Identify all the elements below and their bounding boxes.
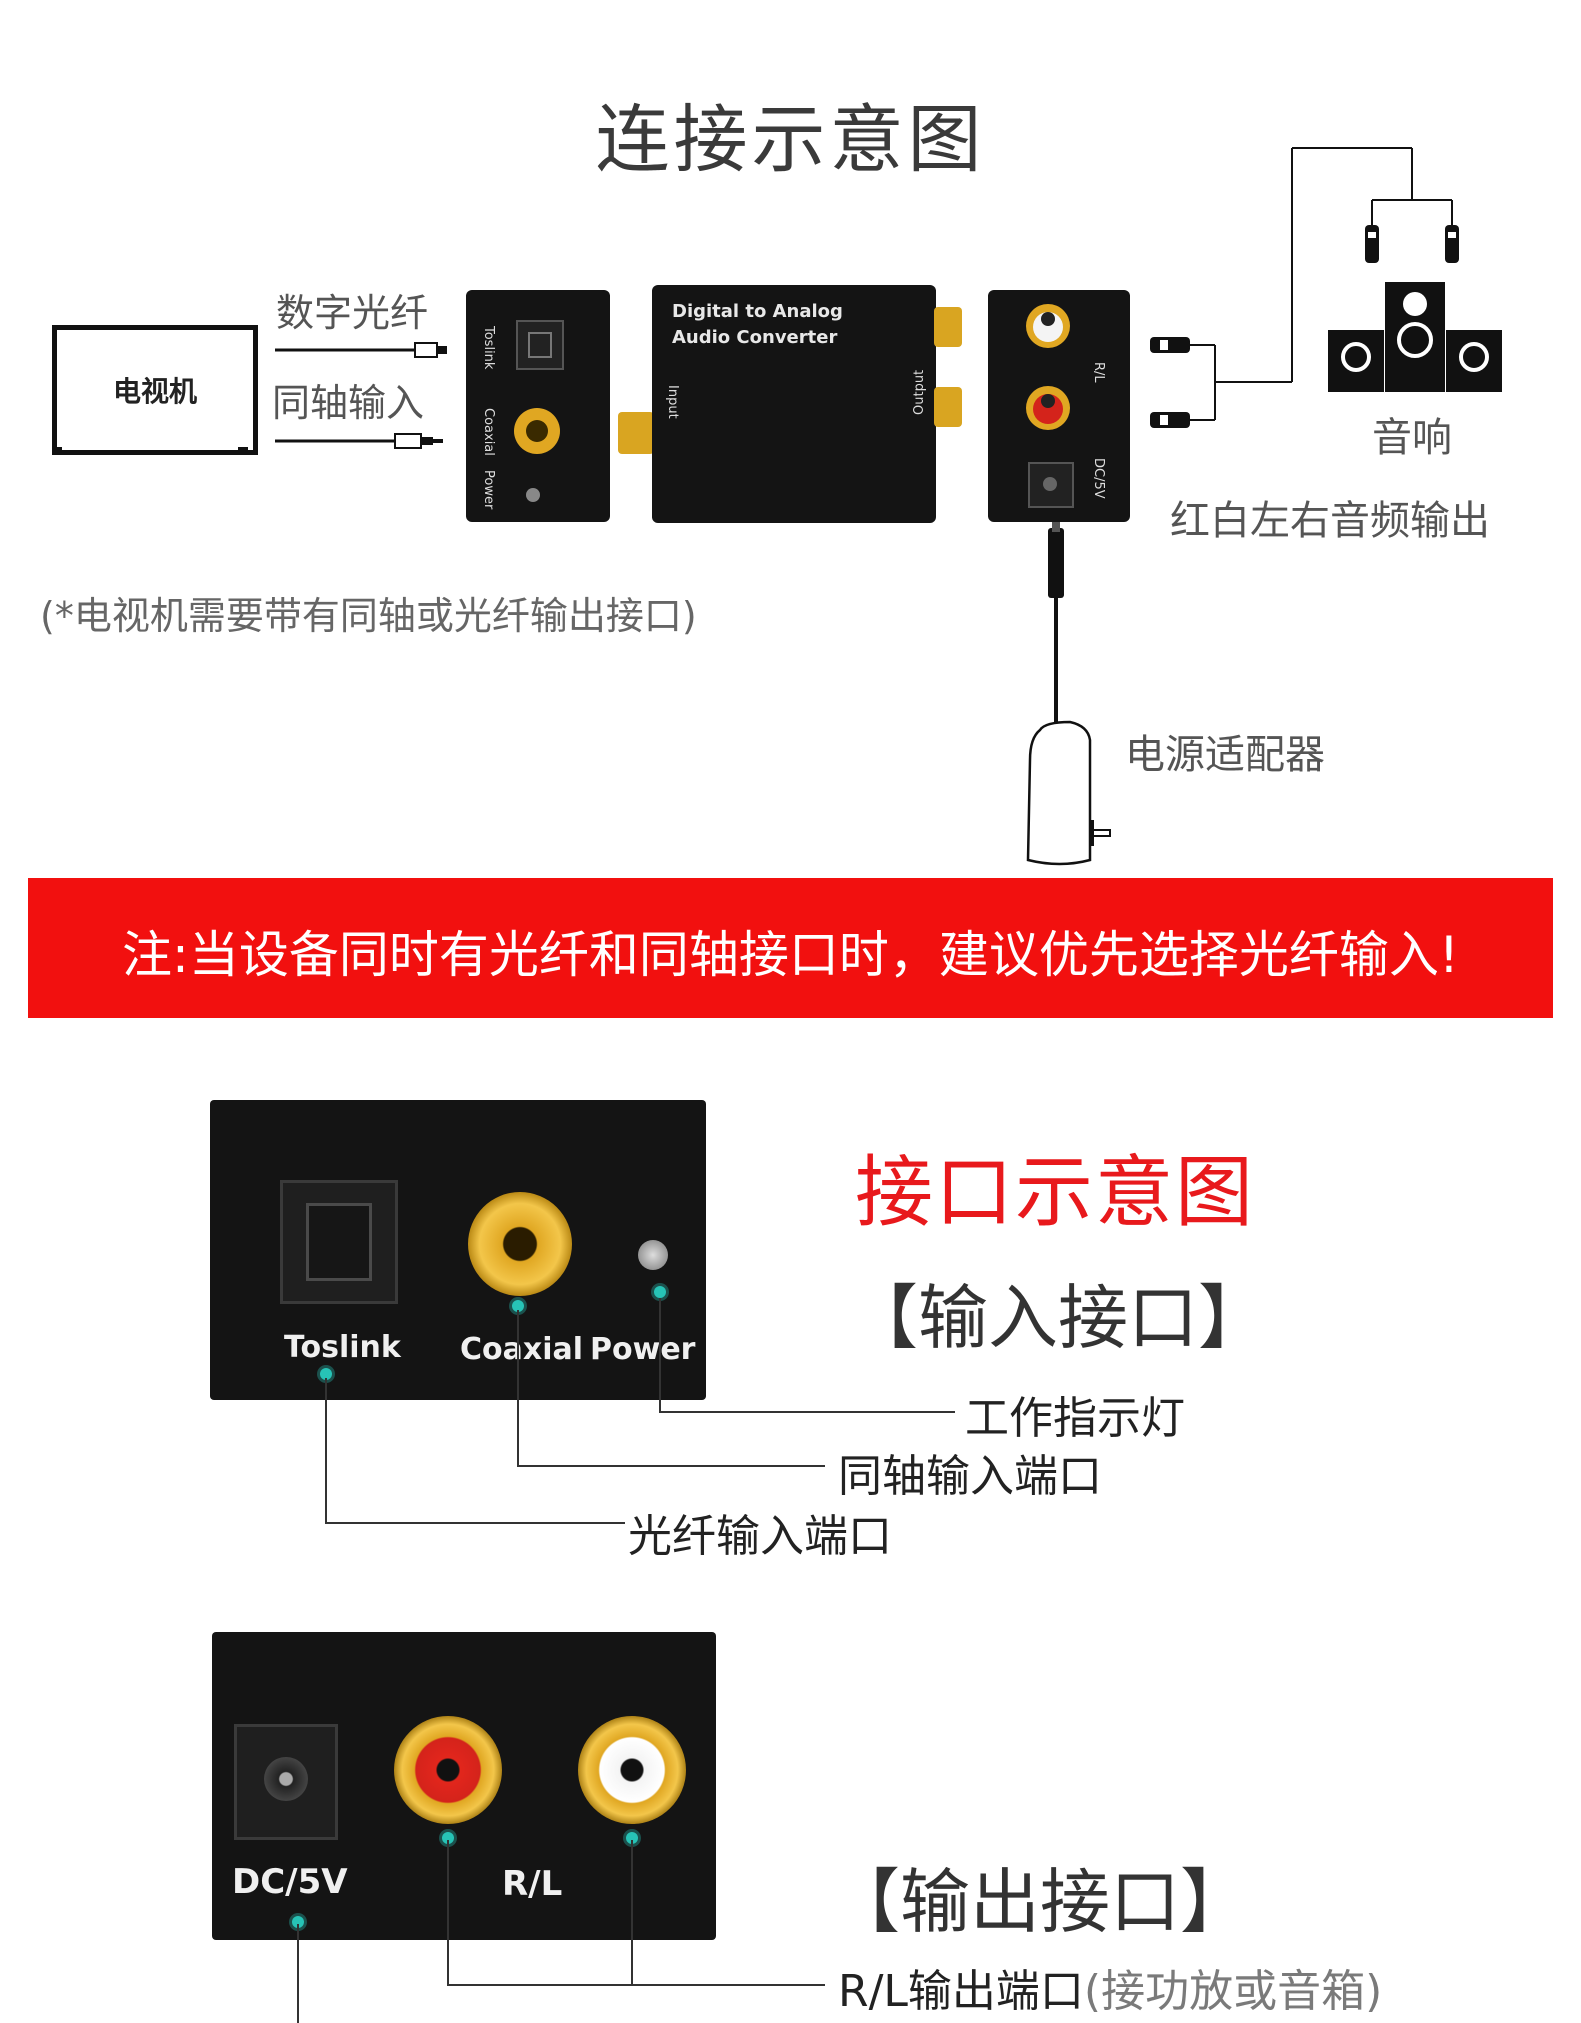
panel-power-text: Power <box>590 1332 696 1367</box>
optical-label: 数字光纤 <box>276 291 429 335</box>
coaxial-dot <box>512 1300 524 1312</box>
converter-line1: Digital to Analog <box>672 301 843 322</box>
speaker-label: 音响 <box>1372 415 1452 461</box>
output-rca-top <box>934 307 962 347</box>
dc-jack <box>1028 462 1074 508</box>
input-panel-photo: Toslink Coaxial Power <box>210 1100 706 1400</box>
optical-leader-label: 光纤输入端口 <box>628 1511 892 1562</box>
panel-coaxial-text: Coaxial <box>460 1332 584 1367</box>
rl-output-leader-sub: (接功放或音箱) <box>1083 1966 1383 2017</box>
panel-toslink-text: Toslink <box>284 1330 401 1365</box>
rca-red-large <box>394 1716 502 1824</box>
rl-output-leader-label: R/L输出端口(接功放或音箱) <box>838 1955 1382 2019</box>
tv-screen <box>52 325 258 455</box>
rca-white-large <box>578 1716 686 1824</box>
toslink-port <box>516 320 564 370</box>
toslink-dot <box>320 1368 332 1380</box>
notice-text: 注:当设备同时有光纤和同轴接口时，建议优先选择光纤输入! <box>122 926 1459 984</box>
speaker-left <box>1328 330 1384 392</box>
ports-title: 接口示意图 <box>855 1148 1256 1238</box>
converter-output-panel: R/L DC/5V <box>988 290 1130 522</box>
tv-label: 电视机 <box>112 375 197 408</box>
coaxial-label: 同轴输入 <box>272 381 425 425</box>
panel-dc-text: DC/5V <box>232 1862 348 1902</box>
rca-white-port <box>1026 304 1070 348</box>
rca-white-dot <box>626 1832 638 1844</box>
output-rca-bottom <box>934 387 962 427</box>
adapter-label: 电源适配器 <box>1125 732 1325 778</box>
dc-dot <box>292 1916 304 1928</box>
power-led <box>526 488 540 502</box>
power-led-large <box>638 1240 668 1270</box>
converter-input-panel: Toslink Coaxial Power <box>466 290 610 522</box>
rca-red-dot <box>442 1832 454 1844</box>
input-section-title: 【输入接口】 <box>848 1277 1268 1359</box>
notice-bar <box>28 878 1553 1018</box>
power-dot <box>654 1286 666 1298</box>
rl-output-leader-main: R/L输出端口 <box>838 1966 1084 2017</box>
diagram-title: 连接示意图 <box>595 97 986 183</box>
rl-output-label: 红白左右音频输出 <box>1170 498 1490 544</box>
dc-jack-large <box>234 1724 338 1840</box>
power-leader-label: 工作指示灯 <box>965 1393 1185 1444</box>
coaxial-port <box>514 408 560 454</box>
tv-stand-right <box>238 447 248 455</box>
output-panel-photo: DC/5V R/L <box>212 1632 716 1940</box>
speaker-center <box>1385 282 1445 392</box>
tv-requirement-note: (*电视机需要带有同轴或光纤输出接口) <box>40 594 697 638</box>
output-section-title: 【输出接口】 <box>830 1861 1250 1943</box>
converter-line2: Audio Converter <box>672 327 838 348</box>
rca-red-port <box>1026 386 1070 430</box>
toslink-port-large <box>280 1180 398 1304</box>
coaxial-port-large <box>468 1192 572 1296</box>
converter-body: Digital to Analog Audio Converter Input … <box>652 285 962 523</box>
tv-stand-left <box>52 447 62 455</box>
speaker-right <box>1446 330 1502 392</box>
input-connector <box>618 412 654 454</box>
panel-rl-text: R/L <box>502 1864 563 1904</box>
coaxial-leader-label: 同轴输入端口 <box>838 1451 1102 1502</box>
